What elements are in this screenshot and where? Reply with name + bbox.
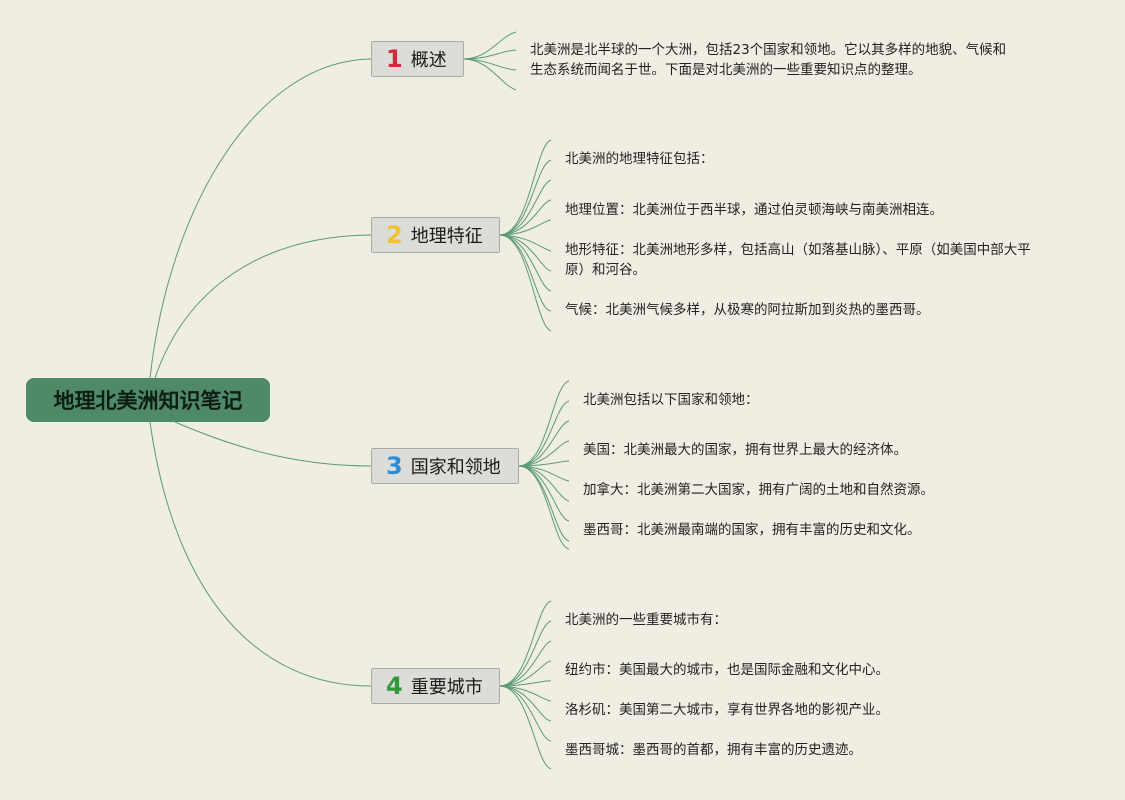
connector-root-topic-4 <box>149 421 372 687</box>
topic-4-detail-3: 洛杉矶：美国第二大城市，享有世界各地的影视产业。 <box>565 702 889 718</box>
topic-label: 概述 <box>410 50 447 71</box>
connector-root-topic-2 <box>154 234 372 379</box>
topic-2-detail-4: 原）和河谷。 <box>565 262 646 278</box>
topic-1-detail-2: 生态系统而闻名于世。下面是对北美洲的一些重要知识点的整理。 <box>530 62 922 78</box>
topic-2-detail-5: 气候：北美洲气候多样，从极寒的阿拉斯加到炎热的墨西哥。 <box>565 302 930 318</box>
connector-root-topic-3 <box>174 421 372 467</box>
topic-label: 地理特征 <box>410 226 483 247</box>
topic-cities[interactable]: 4 重要城市 <box>371 668 500 704</box>
root-node-label: 地理北美洲知识笔记 <box>53 389 243 413</box>
topic-3-detail-4: 墨西哥：北美洲最南端的国家，拥有丰富的历史和文化。 <box>583 522 921 538</box>
topic-4-detail-4: 墨西哥城：墨西哥的首都，拥有丰富的历史遗迹。 <box>565 742 862 758</box>
root-node[interactable]: 地理北美洲知识笔记 <box>26 378 270 422</box>
topic-number-4-icon: 4 <box>386 672 403 700</box>
topic-label: 重要城市 <box>410 677 483 698</box>
topic-4-detail-2: 纽约市：美国最大的城市，也是国际金融和文化中心。 <box>565 662 889 678</box>
topic-3-detail-3: 加拿大：北美洲第二大国家，拥有广阔的土地和自然资源。 <box>583 482 934 498</box>
topic-1-detail-1: 北美洲是北半球的一个大洲，包括23个国家和领地。它以其多样的地貌、气候和 <box>530 42 1007 58</box>
topic-label: 国家和领地 <box>410 457 501 478</box>
topic-overview[interactable]: 1 概述 <box>371 41 464 77</box>
topic-2-detail-3: 地形特征：北美洲地形多样，包括高山（如落基山脉）、平原（如美国中部大平 <box>565 242 1031 258</box>
topic-4-detail-1: 北美洲的一些重要城市有： <box>565 612 727 628</box>
topic-2-detail-1: 北美洲的地理特征包括： <box>565 151 714 167</box>
topic-number-2-icon: 2 <box>386 221 403 249</box>
topic-geography[interactable]: 2 地理特征 <box>371 217 500 253</box>
topic-3-detail-1: 北美洲包括以下国家和领地： <box>583 392 759 408</box>
topic-countries[interactable]: 3 国家和领地 <box>371 448 519 484</box>
connector-root-topic-1 <box>149 58 372 379</box>
topic-number-3-icon: 3 <box>386 452 403 480</box>
topic-number-1-icon: 1 <box>386 45 403 73</box>
topic-2-detail-2: 地理位置：北美洲位于西半球，通过伯灵顿海峡与南美洲相连。 <box>565 202 943 218</box>
topic-3-detail-2: 美国：北美洲最大的国家，拥有世界上最大的经济体。 <box>583 442 907 458</box>
